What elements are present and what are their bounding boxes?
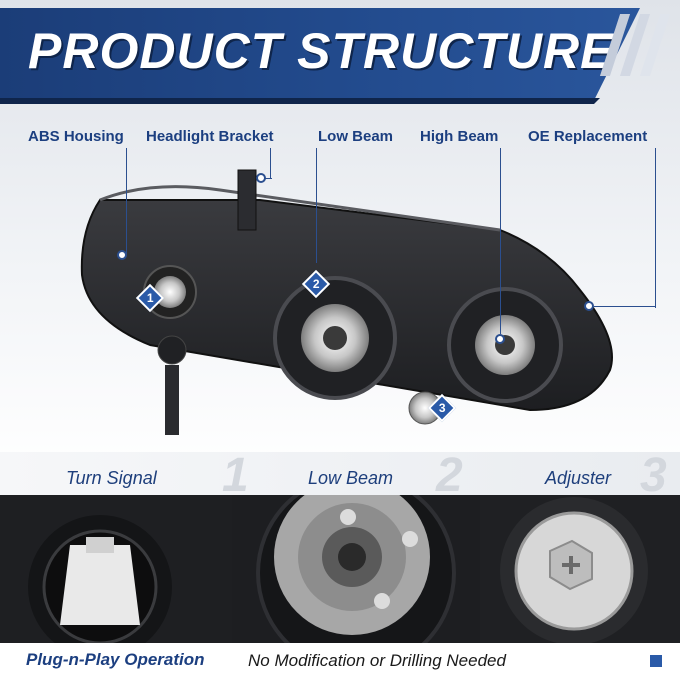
callout-dot-abs bbox=[117, 250, 127, 260]
callout-line-oe-h bbox=[594, 306, 656, 307]
header-banner bbox=[0, 8, 640, 98]
detail-label-adjuster: Adjuster bbox=[545, 468, 612, 488]
callout-label-low-beam: Low Beam bbox=[318, 128, 394, 145]
decorative-slashes bbox=[599, 14, 680, 94]
callout-line-low-beam bbox=[316, 148, 317, 263]
callout-line-bracket bbox=[270, 148, 271, 178]
headlight-illustration bbox=[80, 169, 613, 435]
footer-bar bbox=[0, 643, 680, 680]
footer-square-icon bbox=[650, 655, 662, 667]
callout-dot-bracket bbox=[256, 173, 266, 183]
callout-line-oe bbox=[655, 148, 656, 308]
mounting-tab bbox=[165, 365, 179, 435]
detail-label-turn-signal: Turn Signal bbox=[66, 468, 157, 488]
detail-number-3: 3 bbox=[640, 449, 667, 502]
footer-note: No Modification or Drilling Needed bbox=[248, 651, 506, 670]
callout-label-headlight-bracket: Headlight Bracket bbox=[146, 128, 274, 145]
detail-label-low-beam: Low Beam bbox=[308, 468, 394, 488]
callout-label-abs-housing: ABS Housing bbox=[28, 128, 124, 145]
photo-turn-signal bbox=[0, 495, 232, 643]
callout-line-high-beam bbox=[500, 148, 501, 334]
callout-dot-oe bbox=[584, 301, 594, 311]
callout-label-oe-replacement: OE Replacement bbox=[528, 128, 648, 145]
lower-socket bbox=[157, 335, 187, 365]
headlight-bracket-shape bbox=[237, 169, 257, 231]
page-title: PRODUCT STRUCTURE bbox=[28, 23, 615, 79]
header-banner-shadow bbox=[0, 98, 600, 104]
photo-adjuster bbox=[480, 495, 680, 643]
callout-line-bracket-h bbox=[262, 178, 272, 179]
callout-line-abs bbox=[126, 148, 127, 254]
callout-label-high-beam: High Beam bbox=[420, 128, 499, 145]
callout-dot-high-beam bbox=[495, 334, 505, 344]
detail-number-1: 1 bbox=[222, 449, 249, 502]
low-beam-center bbox=[323, 326, 347, 350]
footer-feature: Plug-n-Play Operation bbox=[26, 650, 205, 669]
photo-low-beam bbox=[232, 495, 480, 643]
housing-rim bbox=[99, 185, 501, 232]
detail-number-2: 2 bbox=[436, 449, 463, 502]
